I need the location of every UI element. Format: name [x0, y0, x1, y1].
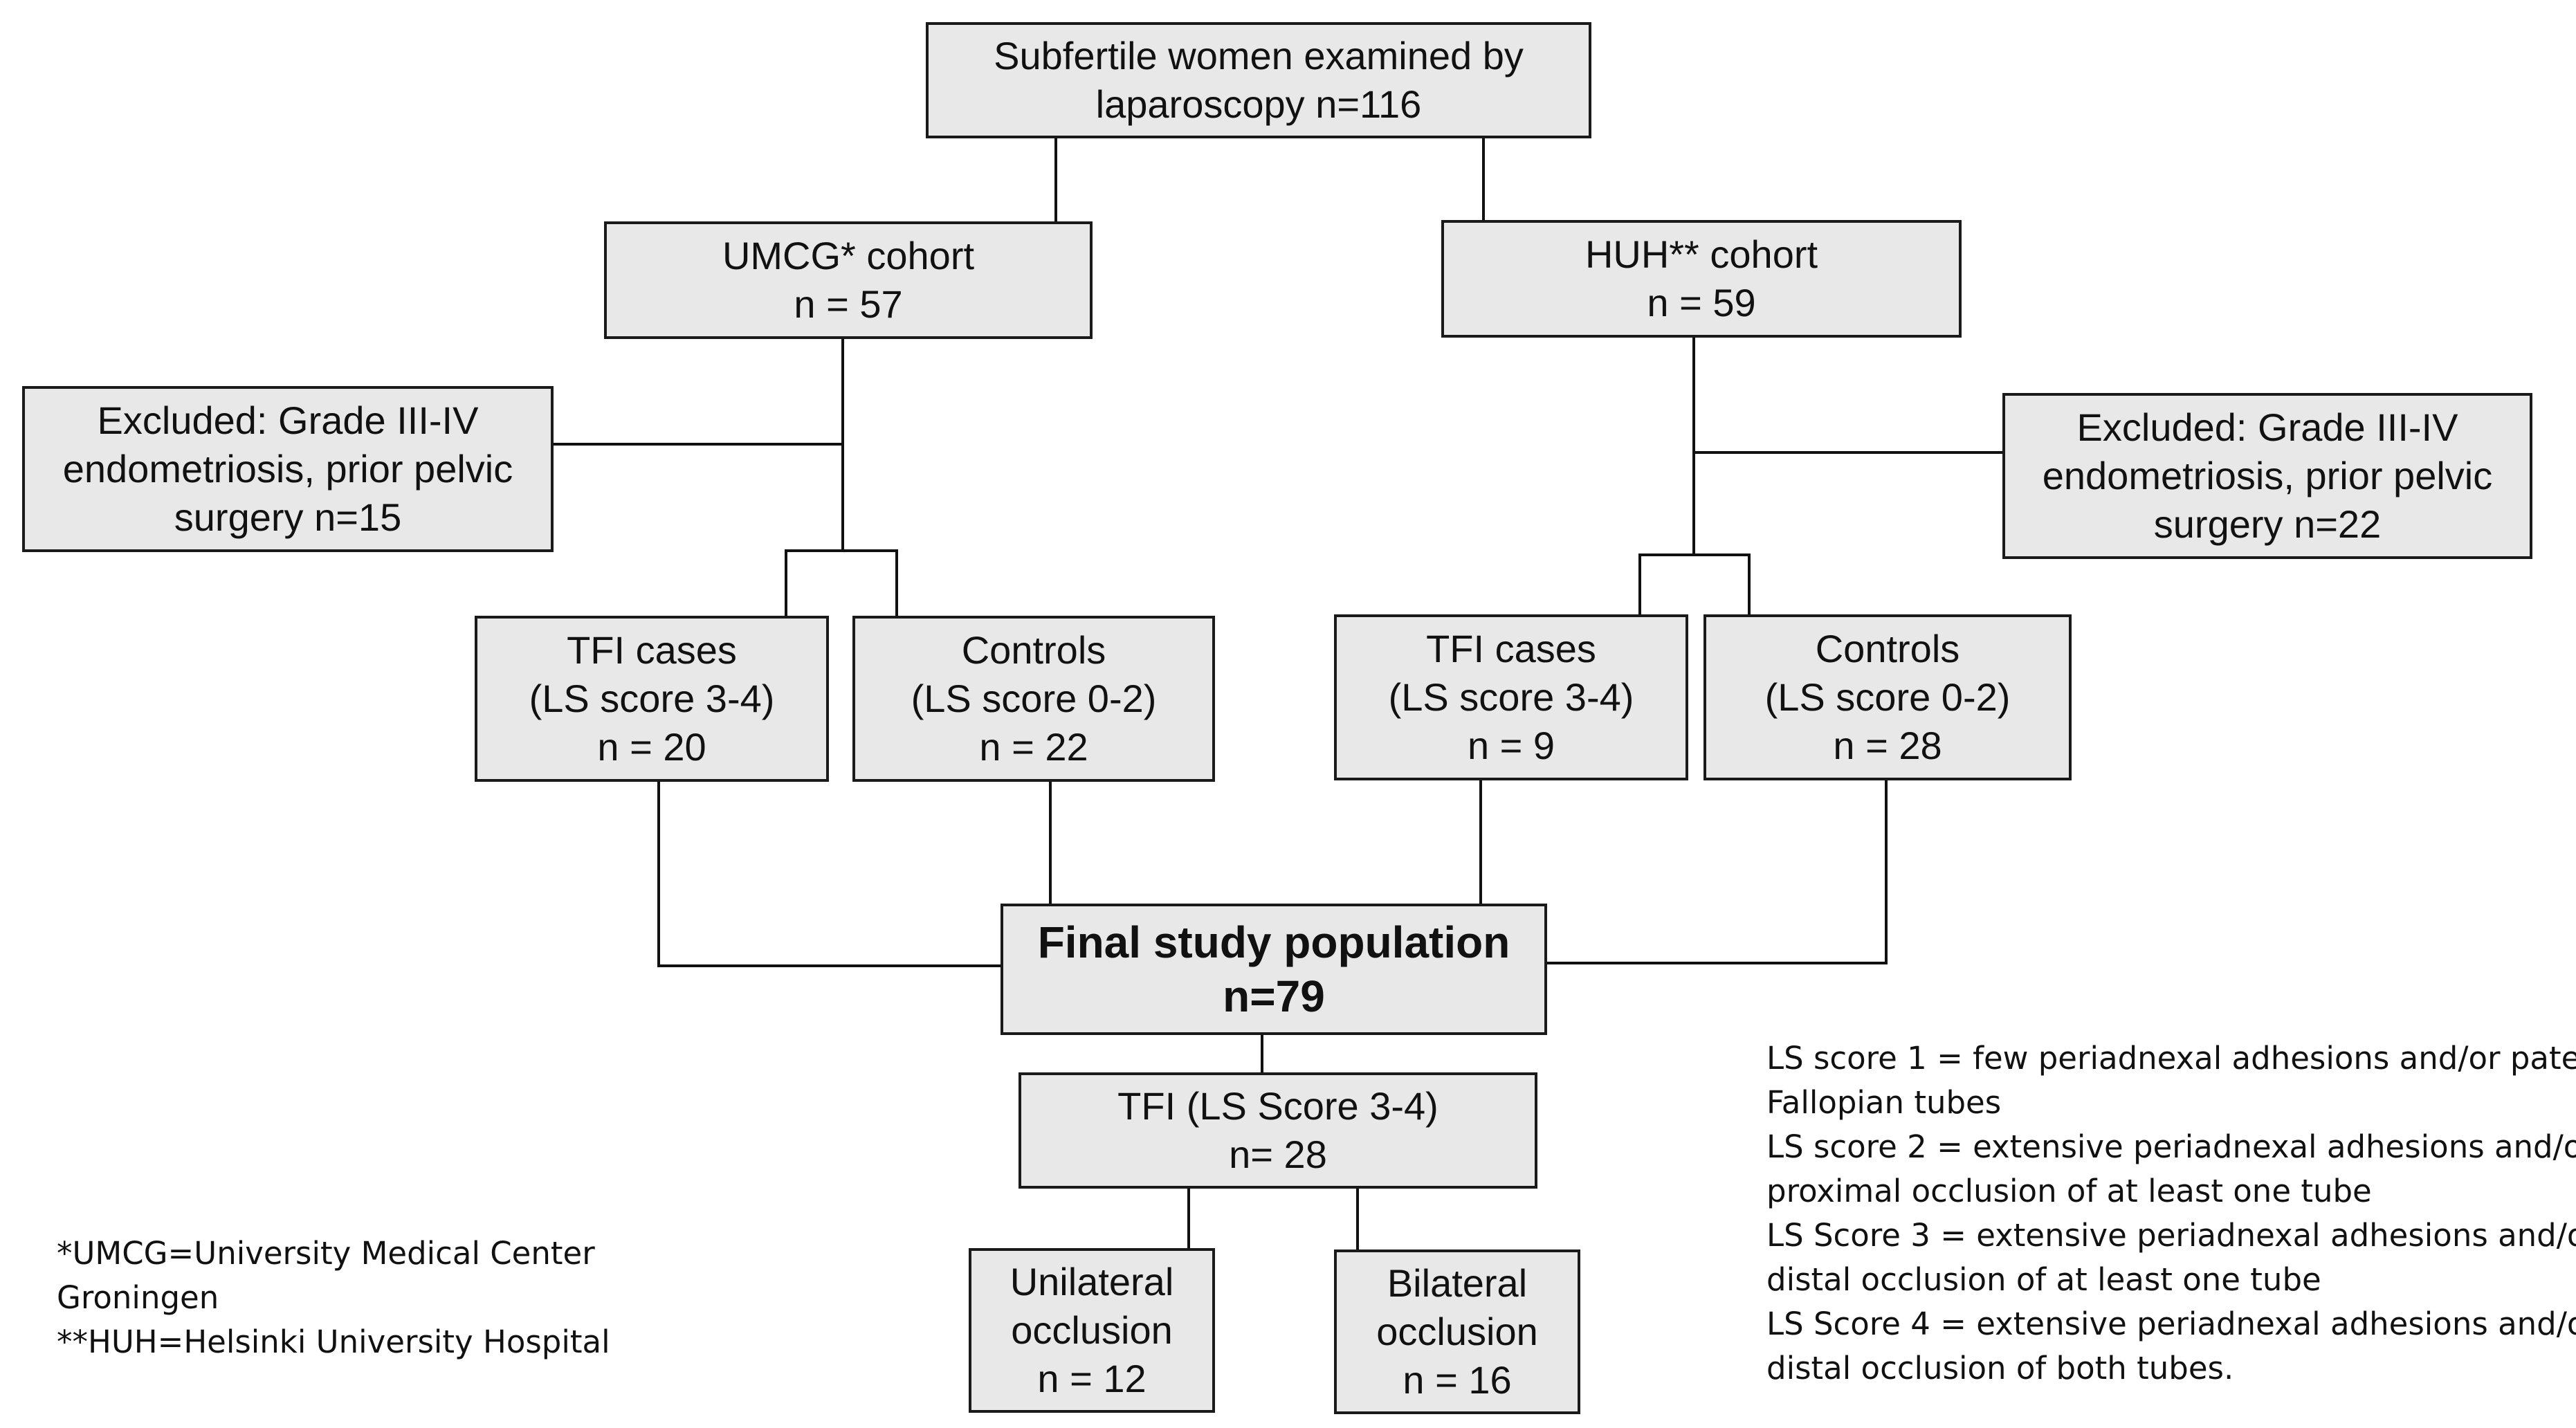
legend-line: LS Score 4 = extensive periadnexal adhes…: [1766, 1306, 2576, 1342]
huh-excluded-box: Excluded: Grade III-IV endometriosis, pr…: [2002, 393, 2532, 559]
box-line: n = 16: [1403, 1358, 1512, 1402]
box-line: n = 28: [1833, 724, 1942, 767]
legend-line: LS Score 3 = extensive periadnexal adhes…: [1766, 1217, 2576, 1254]
umcg-controls-box: Controls (LS score 0-2) n = 22: [852, 616, 1215, 782]
box-line: TFI cases: [567, 628, 737, 672]
box-line: Unilateral: [1010, 1260, 1174, 1303]
box-line: occlusion: [1376, 1310, 1538, 1353]
total-population-box: Subfertile women examined by laparoscopy…: [926, 22, 1591, 138]
box-line: occlusion: [1011, 1308, 1173, 1352]
box-line: Final study population: [1037, 917, 1510, 967]
umcg-excluded-box: Excluded: Grade III-IV endometriosis, pr…: [22, 386, 554, 552]
box-line: (LS score 3-4): [1388, 675, 1634, 719]
tfi-total-box: TFI (LS Score 3-4) n= 28: [1018, 1072, 1537, 1189]
box-line: n = 57: [794, 282, 903, 326]
legend-line: distal occlusion of at least one tube: [1766, 1261, 2321, 1298]
bilateral-occlusion-box: Bilateral occlusion n = 16: [1334, 1250, 1580, 1414]
umcg-cohort-box: UMCG* cohort n = 57: [604, 221, 1093, 339]
box-line: n = 12: [1037, 1357, 1147, 1400]
box-line: Bilateral: [1387, 1261, 1528, 1305]
ls-score-legend: LS score 1 = few periadnexal adhesions a…: [1766, 1036, 2576, 1391]
box-line: surgery n=15: [174, 495, 402, 539]
box-line: (LS score 0-2): [1764, 675, 2011, 719]
box-line: Subfertile women examined by: [994, 34, 1524, 77]
box-line: endometriosis, prior pelvic: [62, 447, 513, 491]
box-line: (LS score 0-2): [911, 677, 1157, 720]
box-line: n = 20: [597, 725, 706, 769]
box-line: UMCG* cohort: [722, 234, 975, 277]
box-line: Excluded: Grade III-IV: [97, 399, 479, 442]
box-line: n = 59: [1647, 281, 1756, 324]
box-line: Excluded: Grade III-IV: [2076, 405, 2458, 449]
abbreviation-footnotes: *UMCG=University Medical Center Groninge…: [57, 1232, 610, 1364]
unilateral-occlusion-box: Unilateral occlusion n = 12: [969, 1248, 1215, 1413]
box-line: surgery n=22: [2153, 502, 2382, 546]
box-line: n = 9: [1467, 724, 1555, 767]
box-line: endometriosis, prior pelvic: [2042, 454, 2493, 497]
final-study-population-box: Final study population n=79: [1001, 904, 1547, 1035]
umcg-tfi-cases-box: TFI cases (LS score 3-4) n = 20: [475, 616, 829, 782]
box-line: TFI cases: [1426, 627, 1596, 670]
box-line: Controls: [961, 628, 1106, 672]
legend-line: LS score 1 = few periadnexal adhesions a…: [1766, 1040, 2576, 1077]
footnote-line: **HUH=Helsinki University Hospital: [57, 1324, 610, 1360]
legend-line: distal occlusion of both tubes.: [1766, 1350, 2234, 1386]
box-line: n = 22: [979, 725, 1088, 769]
huh-cohort-box: HUH** cohort n = 59: [1441, 220, 1962, 338]
box-line: TFI (LS Score 3-4): [1117, 1084, 1438, 1128]
footnote-line: *UMCG=University Medical Center: [57, 1235, 595, 1272]
huh-controls-box: Controls (LS score 0-2) n = 28: [1703, 614, 2072, 780]
legend-line: LS score 2 = extensive periadnexal adhes…: [1766, 1128, 2576, 1165]
box-line: (LS score 3-4): [529, 677, 775, 720]
footnote-line: Groningen: [57, 1279, 219, 1316]
box-line: HUH** cohort: [1584, 232, 1818, 276]
box-line: Controls: [1815, 627, 1960, 670]
box-line: n= 28: [1229, 1133, 1327, 1176]
box-line: laparoscopy n=116: [1095, 82, 1422, 126]
legend-line: Fallopian tubes: [1766, 1084, 2002, 1121]
box-line: n=79: [1223, 971, 1325, 1021]
legend-line: proximal occlusion of at least one tube: [1766, 1173, 2372, 1209]
huh-tfi-cases-box: TFI cases (LS score 3-4) n = 9: [1334, 614, 1688, 780]
